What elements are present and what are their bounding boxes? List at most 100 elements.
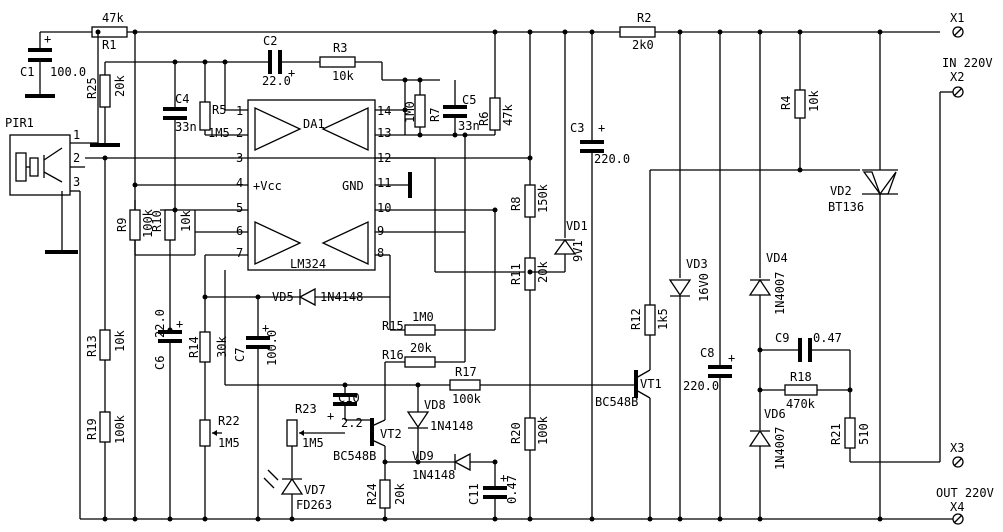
c7-value: 100.0 <box>265 330 279 366</box>
c9-value: 0.47 <box>813 331 842 345</box>
r23-value: 1M5 <box>302 436 324 450</box>
photodiode-vd7: VD7 FD263 <box>263 469 332 519</box>
ic-pin-10: 10 <box>377 201 391 215</box>
vd5-ref: VD5 <box>272 290 294 304</box>
capacitor-c7: C7 100.0 + <box>233 297 279 519</box>
vd3-value: 16V0 <box>697 273 711 302</box>
ic-pin-13: 13 <box>377 126 391 140</box>
transistor-vt1: VT1 BC548B <box>595 369 662 519</box>
r12-ref: R12 <box>629 308 643 330</box>
triac-vd2: VD2 BT136 <box>650 32 898 519</box>
in-label: IN 220V <box>942 56 993 70</box>
vd6-ref: VD6 <box>764 407 786 421</box>
capacitor-c2: C2 22.0 + <box>250 34 320 88</box>
r20-value: 100k <box>536 415 550 445</box>
ic-pin-wires <box>134 32 530 519</box>
resistor-r17: R17 100k <box>224 270 636 406</box>
r16-value: 20k <box>410 341 432 355</box>
r4-value: 10k <box>807 90 821 112</box>
vd5-value: 1N4148 <box>320 290 363 304</box>
capacitor-c4: C4 33n <box>163 62 197 210</box>
vt2-ref: VT2 <box>380 427 402 441</box>
r9-ref: R9 <box>115 218 129 232</box>
c3-ref: C3 <box>570 121 584 135</box>
c3-value: 220.0 <box>594 152 630 166</box>
r10-value: 10k <box>179 210 193 232</box>
r4-ref: R4 <box>779 96 793 110</box>
r22-ref: R22 <box>218 414 240 428</box>
r11-ref: R11 <box>509 263 523 285</box>
capacitor-c5: C5 33n <box>443 80 480 135</box>
r25-value: 20k <box>113 75 127 97</box>
r2-value: 2k0 <box>632 38 654 52</box>
c9-ref: C9 <box>775 331 789 345</box>
capacitor-c1: + C1 100.0 <box>20 32 86 79</box>
vd1-ref: VD1 <box>566 219 588 233</box>
resistor-r4: R4 10k <box>779 32 821 170</box>
junction-dots <box>95 29 883 522</box>
c4-value: 33n <box>175 120 197 134</box>
r24-ref: R24 <box>365 483 379 505</box>
vt2-value: BC548B <box>333 449 376 463</box>
r15-ref: R15 <box>382 319 404 333</box>
c10-value: 2.2 <box>341 416 363 430</box>
ic-pin-8: 8 <box>377 246 384 260</box>
out-label: OUT 220V <box>936 486 994 500</box>
ic-pin-11: 11 <box>377 176 391 190</box>
r7-value: 1M0 <box>403 101 417 123</box>
r13-ref: R13 <box>85 335 99 357</box>
r7-ref: R7 <box>428 108 442 122</box>
r13-value: 10k <box>113 330 127 352</box>
c11-value: 0.47 <box>505 475 519 504</box>
capacitor-c11: C11 0.47 + <box>467 462 519 519</box>
r1-value: 47k <box>102 11 124 25</box>
vd8-value: 1N4148 <box>430 419 473 433</box>
resistor-r12: R12 1k5 <box>629 170 670 370</box>
vd1-value: 9V1 <box>571 240 585 262</box>
ic-da1-lm324: DA1 LM324 +Vcc GND 1 2 3 4 5 6 7 8 9 10 … <box>236 99 391 271</box>
c2-value: 22.0 <box>262 74 291 88</box>
capacitor-c10: C10 2.2 + <box>327 385 363 430</box>
r23-ref: R23 <box>295 402 317 416</box>
r19-value: 100k <box>113 414 127 444</box>
r6-ref: R6 <box>477 112 491 126</box>
connectors: X1 IN 220V X2 X3 OUT 220V X4 <box>880 11 994 525</box>
vd4-value: 1N4007 <box>773 272 787 315</box>
c1-ref: C1 <box>20 65 34 79</box>
ic-pin-2: 2 <box>236 126 243 140</box>
x2-label: X2 <box>950 70 964 84</box>
c8-ref: C8 <box>700 346 714 360</box>
r17-ref: R17 <box>455 365 477 379</box>
r18-ref: R18 <box>790 370 812 384</box>
r24-value: 20k <box>393 483 407 505</box>
r25-ref: R25 <box>85 77 99 99</box>
zener-vd1: VD1 9V1 <box>530 32 588 273</box>
vd3-ref: VD3 <box>686 257 708 271</box>
r16-ref: R16 <box>382 348 404 362</box>
r9-value: 100k <box>141 208 155 238</box>
resistor-r9: R9 100k <box>115 200 195 256</box>
diode-vd6: VD6 1N4007 <box>748 407 787 519</box>
power-rails <box>25 31 940 520</box>
ic-pin-3: 3 <box>236 151 243 165</box>
vd9-ref: VD9 <box>412 449 434 463</box>
potentiometer-r23: R23 1M5 <box>286 402 345 478</box>
ic-pin-6: 6 <box>236 224 243 238</box>
ic-ref: DA1 <box>303 117 325 131</box>
r17-value: 100k <box>452 392 482 406</box>
resistor-r11: R11 20k <box>509 257 550 418</box>
vd7-ref: VD7 <box>304 483 326 497</box>
resistor-r14: R14 30k <box>187 331 229 420</box>
r20-ref: R20 <box>509 422 523 444</box>
ic-pin-1: 1 <box>236 104 243 118</box>
ic-pin-5: 5 <box>236 201 243 215</box>
r5-value: 1M5 <box>208 126 230 140</box>
x1-label: X1 <box>950 11 964 25</box>
ic-vcc-label: +Vcc <box>253 179 282 193</box>
ic-gnd-label: GND <box>342 179 364 193</box>
r21-ref: R21 <box>829 423 843 445</box>
pir-pin2: 2 <box>73 151 80 165</box>
vt1-value: BC548B <box>595 395 638 409</box>
r15-value: 1M0 <box>412 310 434 324</box>
